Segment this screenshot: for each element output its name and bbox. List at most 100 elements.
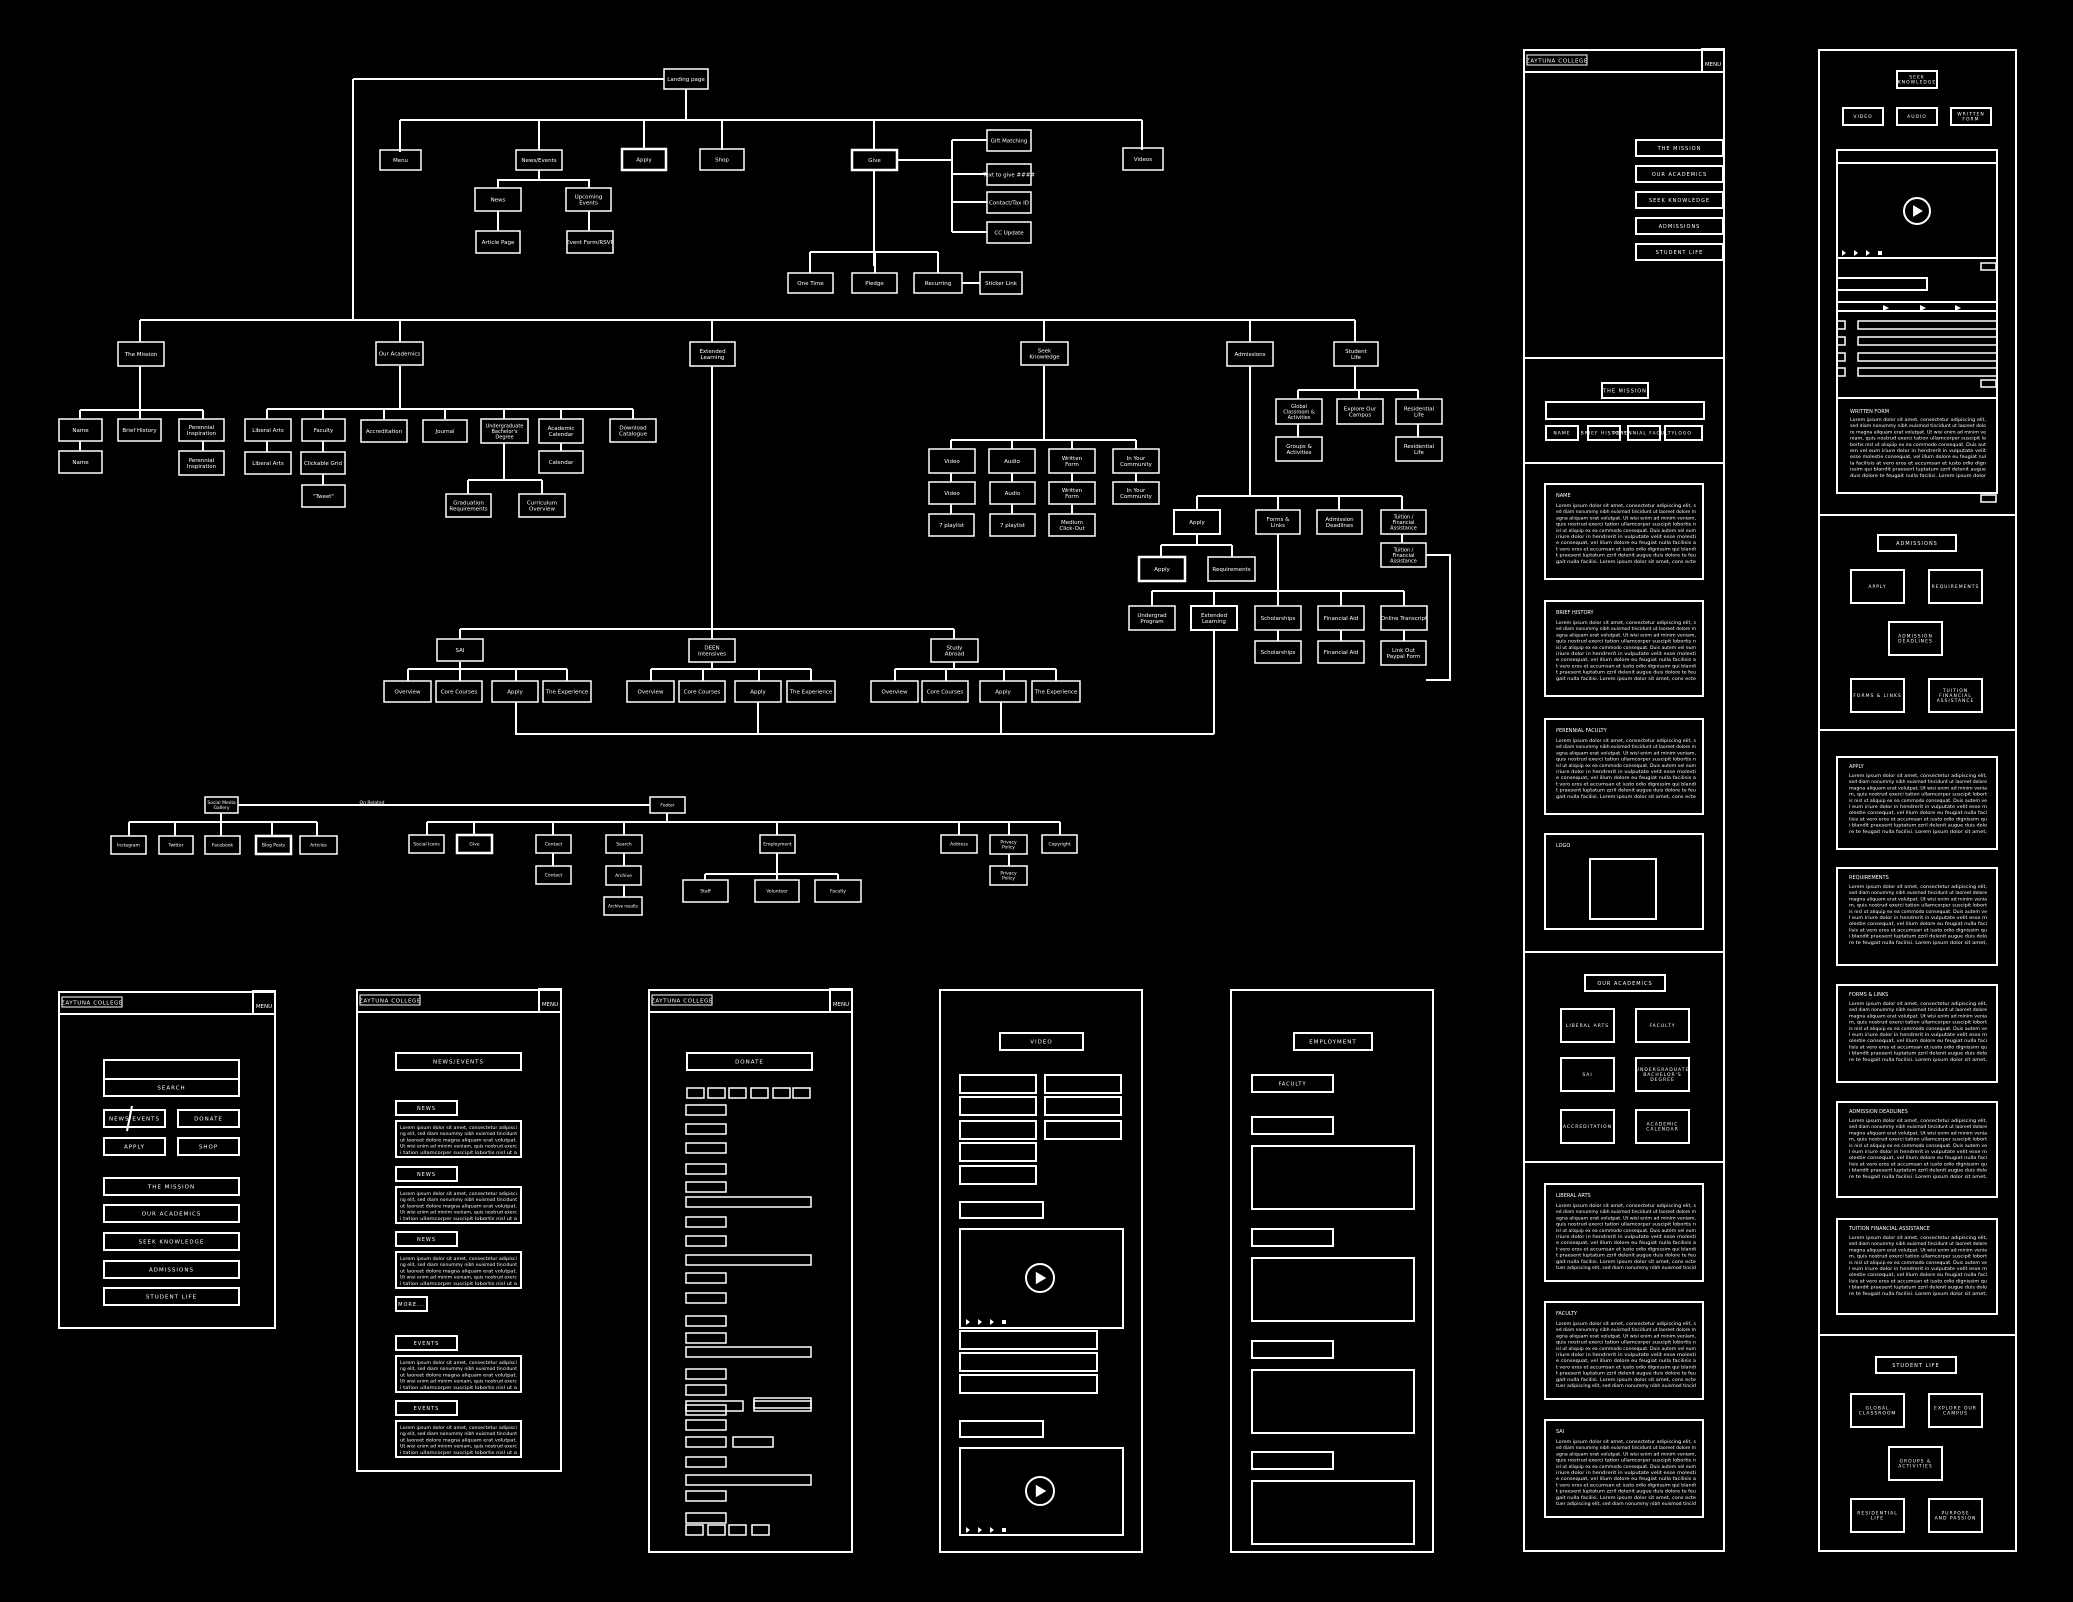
section-tag[interactable]: EVENTS — [395, 1400, 458, 1416]
node-frame — [395, 1296, 428, 1312]
donate-button[interactable]: DONATE — [177, 1109, 240, 1128]
wire-block — [959, 1165, 1037, 1185]
lorem-line: ut laoreet dolore magna aliquam erat vol… — [400, 1372, 517, 1377]
seek-audio-tab[interactable]: AUDIO — [1896, 107, 1938, 126]
node-label: ADMISSIONS — [1659, 224, 1701, 230]
lorem-line: Ut wisi enim ad minim veniam, quis nostr… — [400, 1144, 518, 1149]
student-life-button[interactable]: STUDENT LIFE — [103, 1287, 240, 1306]
node-label: STUDENT LIFE — [1656, 250, 1704, 256]
section-tag[interactable]: NEWS — [395, 1231, 458, 1247]
faculty-tab[interactable]: FACULTY — [1251, 1074, 1334, 1093]
node-label: Gift Matching — [991, 138, 1028, 144]
wire-block — [395, 1251, 522, 1289]
video-title-banner[interactable]: VIDEO — [999, 1032, 1084, 1051]
nav-item[interactable]: OUR ACADEMICS — [1635, 165, 1724, 183]
mission-tab[interactable]: BRIEF HISTORY — [1581, 425, 1628, 441]
forms-tile[interactable]: FORMS & LINKS — [1850, 678, 1905, 713]
node-frame — [1380, 640, 1427, 666]
play-icon[interactable] — [1025, 1476, 1055, 1506]
academic-tile[interactable]: SAI — [1560, 1057, 1615, 1092]
admissions-button[interactable]: ADMISSIONS — [103, 1260, 240, 1279]
play-icon[interactable] — [1903, 197, 1931, 225]
news-title-banner[interactable]: NEWS/EVENTS — [395, 1052, 522, 1071]
mission-heading[interactable]: THE MISSION — [1601, 382, 1649, 399]
nav-item[interactable]: STUDENT LIFE — [1635, 243, 1724, 261]
nav-item[interactable]: ADMISSIONS — [1635, 217, 1724, 235]
academic-tile[interactable]: LIBERAL ARTS — [1560, 1008, 1615, 1043]
node-frame — [117, 418, 162, 442]
menu-label: MENU — [833, 1002, 849, 1008]
sitemap-node: Scholarships — [1254, 640, 1302, 664]
academics-button[interactable]: OUR ACADEMICS — [103, 1204, 240, 1223]
search-button[interactable]: SEARCH — [103, 1078, 240, 1097]
node-label: NAME — [1553, 431, 1570, 437]
node-label: Text to give #### — [982, 172, 1035, 178]
media-controls-icon[interactable] — [966, 1527, 1006, 1533]
apply-tile[interactable]: APPLY — [1850, 569, 1905, 604]
node-frame — [435, 680, 483, 703]
menu-button[interactable]: MENU — [829, 988, 853, 1013]
play-icon[interactable] — [1025, 1263, 1055, 1293]
lorem-line: iriure dolor in hendrerit in vulputate v… — [1556, 651, 1696, 656]
menu-button[interactable]: MENU — [1701, 48, 1725, 73]
mission-tab[interactable]: PERENNIAL FACULTY — [1613, 425, 1676, 441]
node-label: THE MISSION — [1657, 146, 1702, 152]
donate-title-banner[interactable]: DONATE — [686, 1052, 813, 1071]
academic-tile[interactable]: ACCREDITATION — [1560, 1109, 1615, 1144]
lorem-line: i blandit praesent luptatum zzril deleni… — [1849, 934, 1988, 939]
mission-button[interactable]: THE MISSION — [103, 1177, 240, 1196]
section-tag[interactable]: NEWS — [395, 1100, 458, 1116]
node-frame — [1627, 425, 1661, 441]
menu-button[interactable]: MENU — [538, 988, 562, 1013]
menu-button[interactable]: MENU — [252, 990, 276, 1015]
employment-title-banner[interactable]: EMPLOYMENT — [1293, 1032, 1373, 1051]
node-label: News — [491, 197, 506, 203]
lorem-line: is nisl ut aliquip ex ea commodo consequ… — [1849, 1143, 1987, 1148]
media-controls-icon[interactable] — [1842, 250, 1882, 256]
groups-tile[interactable]: GROUPS &ACTIVITIES — [1888, 1446, 1943, 1481]
sitemap-node: The Experience — [786, 680, 836, 703]
lorem-line: Lorem ipsum dolor sit amet, consectetur … — [1849, 1118, 1987, 1123]
wire-block — [707, 1087, 726, 1099]
media-arrow-icon — [1883, 305, 1889, 311]
apply-button[interactable]: APPLY — [103, 1137, 166, 1156]
mission-tab[interactable]: NAME — [1545, 425, 1579, 441]
shop-button[interactable]: SHOP — [177, 1137, 240, 1156]
lorem-line: lisis at vero eros et accumsan et iusto … — [1849, 816, 1987, 821]
student-life-heading[interactable]: STUDENT LIFE — [1875, 1356, 1957, 1374]
section-tag[interactable]: NEWS — [395, 1166, 458, 1182]
seek-button[interactable]: SEEK KNOWLEDGE — [103, 1232, 240, 1251]
nav-item[interactable]: SEEK KNOWLEDGE — [1635, 191, 1724, 209]
media-controls-icon[interactable] — [966, 1319, 1006, 1325]
news-events-button[interactable]: NEWS/EVENTS — [103, 1109, 166, 1128]
academics-heading[interactable]: OUR ACADEMICS — [1584, 974, 1666, 992]
lorem-line: ut laoreet dolore magna aliquam erat vol… — [400, 1137, 517, 1142]
lorem-line: agna aliquam erat volutpat. Ut wisi enim… — [1556, 1333, 1696, 1338]
section-tag[interactable]: EVENTS — [395, 1335, 458, 1351]
more-button[interactable]: MORE... — [395, 1296, 428, 1312]
mission-tab[interactable]: LOGO — [1664, 425, 1703, 441]
admissions-heading[interactable]: ADMISSIONS — [1877, 534, 1957, 552]
lorem-line: gait nulla facilisi. Lorem ipsum dolor s… — [1556, 559, 1696, 564]
requirements-tile[interactable]: REQUIREMENTS — [1928, 569, 1983, 604]
sitemap-node: Copyright — [1041, 834, 1078, 854]
wire-block — [685, 1332, 727, 1344]
node-frame — [395, 1400, 458, 1416]
seek-video-tab[interactable]: VIDEO — [1842, 107, 1884, 126]
academic-tile[interactable]: FACULTY — [1635, 1008, 1690, 1043]
nav-item[interactable]: THE MISSION — [1635, 139, 1724, 157]
